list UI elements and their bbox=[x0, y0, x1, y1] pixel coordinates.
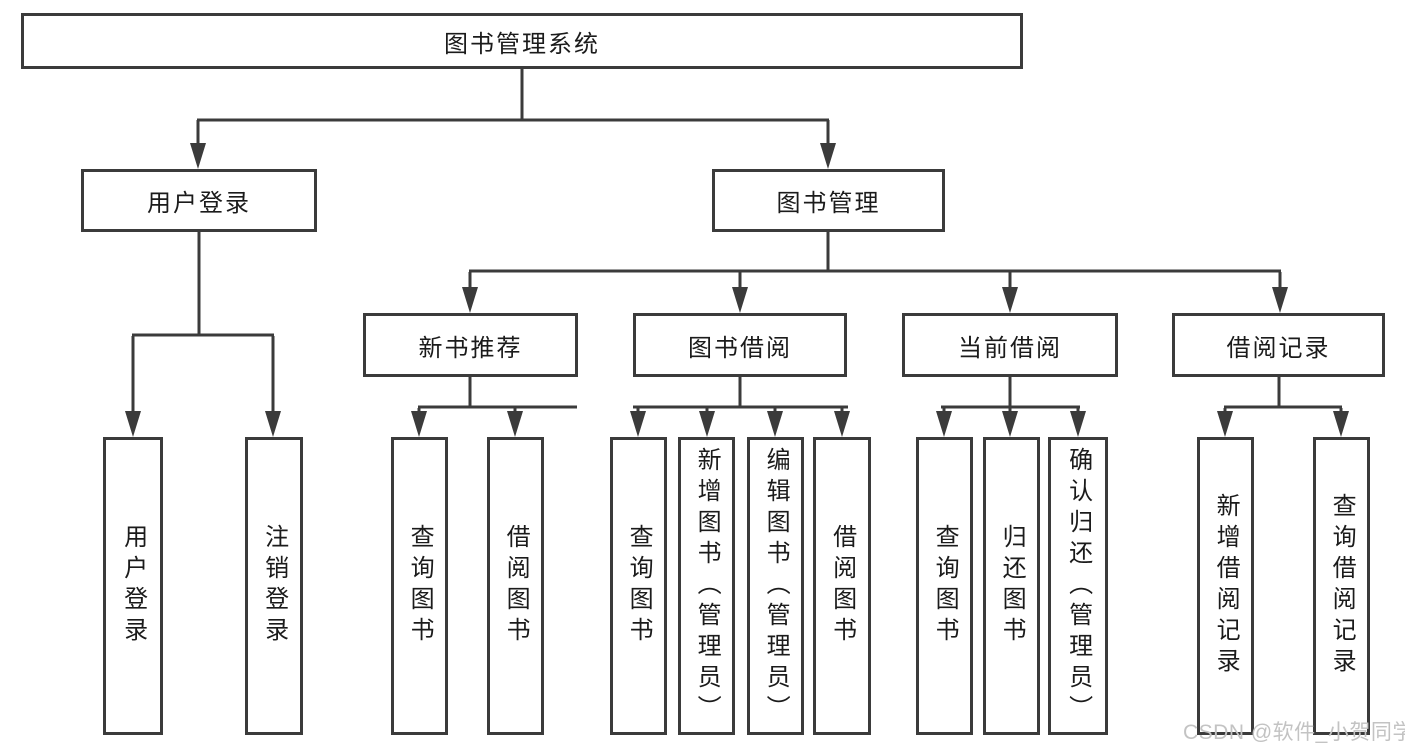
node-current-borrow: 当前借阅 bbox=[902, 313, 1118, 377]
leaf-label: 注销登录 bbox=[260, 524, 288, 648]
leaf-user-login: 用户登录 bbox=[103, 437, 163, 735]
leaf-label: 确认归还（管理员） bbox=[1064, 446, 1092, 726]
leaf-confirm-return-admin: 确认归还（管理员） bbox=[1048, 437, 1108, 735]
node-user-login: 用户登录 bbox=[81, 169, 317, 232]
leaf-label: 借阅图书 bbox=[828, 524, 856, 648]
leaf-label: 编辑图书（管理员） bbox=[762, 446, 790, 726]
leaf-borrow-books: 借阅图书 bbox=[813, 437, 871, 735]
node-book-management: 图书管理 bbox=[712, 169, 945, 232]
leaf-return-book: 归还图书 bbox=[983, 437, 1040, 735]
leaf-query-books-recommend: 查询图书 bbox=[391, 437, 448, 735]
leaf-query-books-current: 查询图书 bbox=[916, 437, 973, 735]
leaf-label: 新增图书（管理员） bbox=[693, 446, 721, 726]
leaf-label: 新增借阅记录 bbox=[1212, 493, 1240, 679]
leaf-borrow-books-recommend: 借阅图书 bbox=[487, 437, 544, 735]
leaf-edit-book-admin: 编辑图书（管理员） bbox=[747, 437, 804, 735]
leaf-query-books-borrow: 查询图书 bbox=[610, 437, 667, 735]
node-new-book-recommend: 新书推荐 bbox=[363, 313, 578, 377]
leaf-label: 查询图书 bbox=[931, 524, 959, 648]
leaf-query-borrow-record: 查询借阅记录 bbox=[1313, 437, 1370, 735]
leaf-label: 查询图书 bbox=[625, 524, 653, 648]
node-book-borrow: 图书借阅 bbox=[633, 313, 847, 377]
node-root: 图书管理系统 bbox=[21, 13, 1023, 69]
leaf-add-borrow-record: 新增借阅记录 bbox=[1197, 437, 1254, 735]
leaf-add-book-admin: 新增图书（管理员） bbox=[678, 437, 735, 735]
leaf-label: 借阅图书 bbox=[502, 524, 530, 648]
leaf-logout-login: 注销登录 bbox=[245, 437, 303, 735]
leaf-label: 归还图书 bbox=[998, 524, 1026, 648]
node-borrow-record: 借阅记录 bbox=[1172, 313, 1385, 377]
leaf-label: 查询图书 bbox=[406, 524, 434, 648]
leaf-label: 用户登录 bbox=[119, 524, 147, 648]
csdn-watermark: CSDN @软件_小贺同学 bbox=[1183, 721, 1405, 744]
leaf-label: 查询借阅记录 bbox=[1328, 493, 1356, 679]
